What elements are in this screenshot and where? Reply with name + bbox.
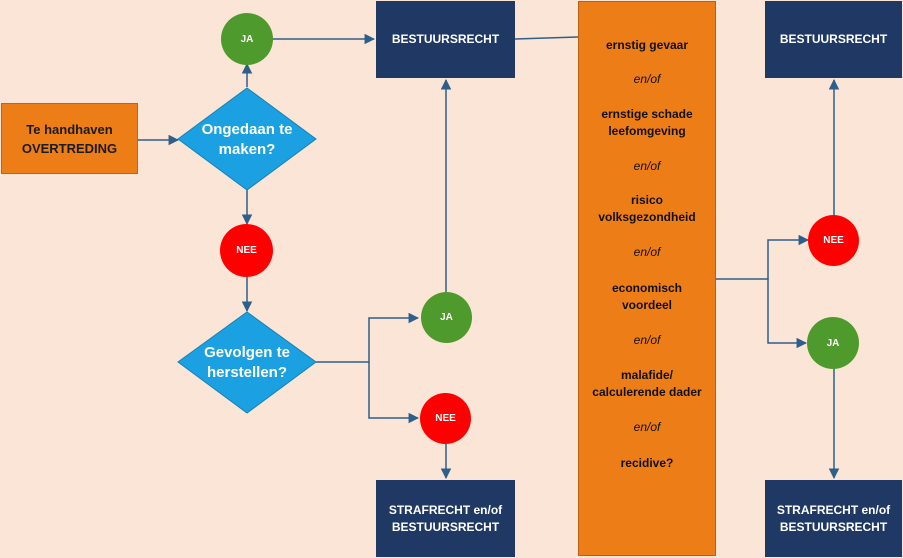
criteria-line: calculerende dader (592, 385, 702, 399)
nee-circle-1: NEE (220, 224, 273, 277)
strafrecht-box-right: STRAFRECHT en/of BESTUURSRECHT (765, 480, 902, 557)
criteria-connector: en/of (633, 159, 661, 173)
start-label-line2: OVERTREDING (21, 140, 118, 156)
connector-criteria-to-nee (716, 234, 810, 280)
criteria-line: economisch (611, 281, 683, 295)
decision-ongedaan-label: Ongedaan te maken? (201, 121, 293, 158)
connector-decision2-to-nee (368, 362, 420, 424)
criteria-connector: en/of (633, 245, 661, 259)
connector-bestuursrecht-to-criteria (514, 36, 579, 40)
bestuursrecht-box-left: BESTUURSRECHT (376, 1, 515, 78)
criteria-panel: ernstig gevaar en/of ernstige schade lee… (578, 1, 716, 556)
ja-circle-1: JA (221, 13, 273, 65)
nee-circle-2: NEE (420, 393, 471, 444)
decision-shape-gevolgen (177, 311, 317, 414)
criteria-connector: en/of (633, 333, 661, 347)
criteria-line: voordeel (621, 298, 672, 312)
start-label-line1: Te handhaven (26, 121, 113, 137)
criteria-connector: en/of (633, 72, 661, 86)
ja-circle-3: JA (807, 317, 859, 369)
criteria-line: ernstig gevaar (605, 38, 689, 52)
criteria-line: ernstige schade (601, 107, 693, 121)
nee-circle-3: NEE (808, 215, 859, 266)
connector-decision2-branches (316, 312, 420, 363)
criteria-line: volksgezondheid (598, 210, 696, 224)
strafrecht-box-left: STRAFRECHT en/of BESTUURSRECHT (376, 480, 515, 557)
criteria-line: malafide/ (620, 368, 674, 382)
criteria-line: recidive? (620, 456, 674, 470)
criteria-line: leefomgeving (608, 124, 686, 138)
decision-gevolgen-label: Gevolgen te herstellen? (204, 344, 290, 381)
decision-shape-ongedaan (177, 87, 317, 191)
bestuursrecht-box-right: BESTUURSRECHT (765, 1, 902, 78)
start-violation-box: Te handhaven OVERTREDING (1, 103, 138, 174)
ja-circle-2: JA (421, 292, 472, 343)
criteria-line: risico (630, 193, 663, 207)
criteria-connector: en/of (633, 420, 661, 434)
connector-criteria-to-ja (767, 279, 808, 349)
